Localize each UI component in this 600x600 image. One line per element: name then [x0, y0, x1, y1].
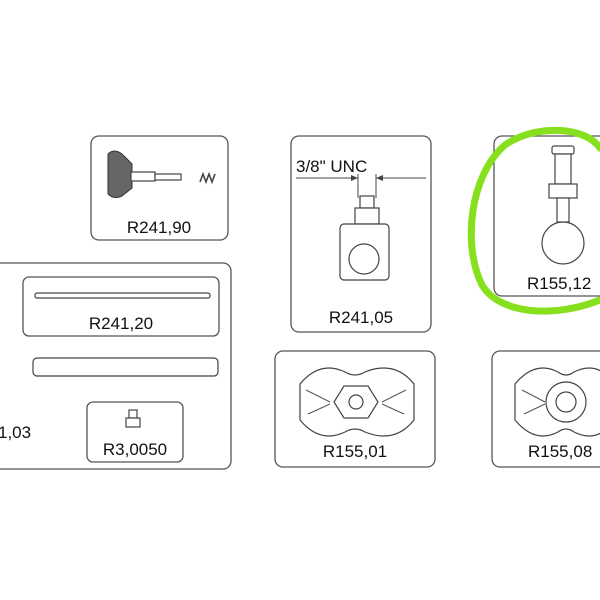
- knob-card[interactable]: R241,90: [90, 135, 229, 241]
- pad-b-label: R155,08: [528, 442, 592, 461]
- thread-spec-label: 3/8" UNC: [296, 157, 367, 176]
- pad-a-label: R155,01: [323, 442, 387, 461]
- stud-unc-label: R241,05: [329, 308, 393, 327]
- bar-icon: [32, 357, 219, 377]
- pad-b-card[interactable]: R155,08: [491, 350, 600, 468]
- rod-icon: [34, 292, 211, 299]
- kit-card[interactable]: R241,20 1,03 R3,0050: [0, 262, 232, 470]
- knob-icon: [107, 150, 216, 199]
- ball-stud-card[interactable]: R155,12: [493, 135, 600, 297]
- rod-label: R241,20: [89, 314, 153, 333]
- kit-partial-label: 1,03: [0, 423, 31, 442]
- rod-card[interactable]: R241,20: [22, 276, 220, 337]
- ball-stud-icon: [541, 145, 585, 265]
- highlight-circle: [467, 126, 600, 315]
- stud-unc-card[interactable]: 3/8" UNC R241,05: [290, 135, 432, 333]
- knob-label: R241,90: [127, 218, 191, 237]
- small-part-card[interactable]: R3,0050: [86, 401, 184, 463]
- pad-a-card[interactable]: R155,01: [274, 350, 436, 468]
- ball-stud-label: R155,12: [527, 274, 591, 293]
- threaded-stud-icon: [339, 195, 390, 281]
- dimension-arrows-icon: [296, 174, 426, 198]
- pad-hex-nut-icon: [299, 367, 415, 437]
- pad-ball-socket-icon: [514, 367, 600, 437]
- small-part-icon: [125, 409, 141, 428]
- small-part-label: R3,0050: [103, 440, 167, 459]
